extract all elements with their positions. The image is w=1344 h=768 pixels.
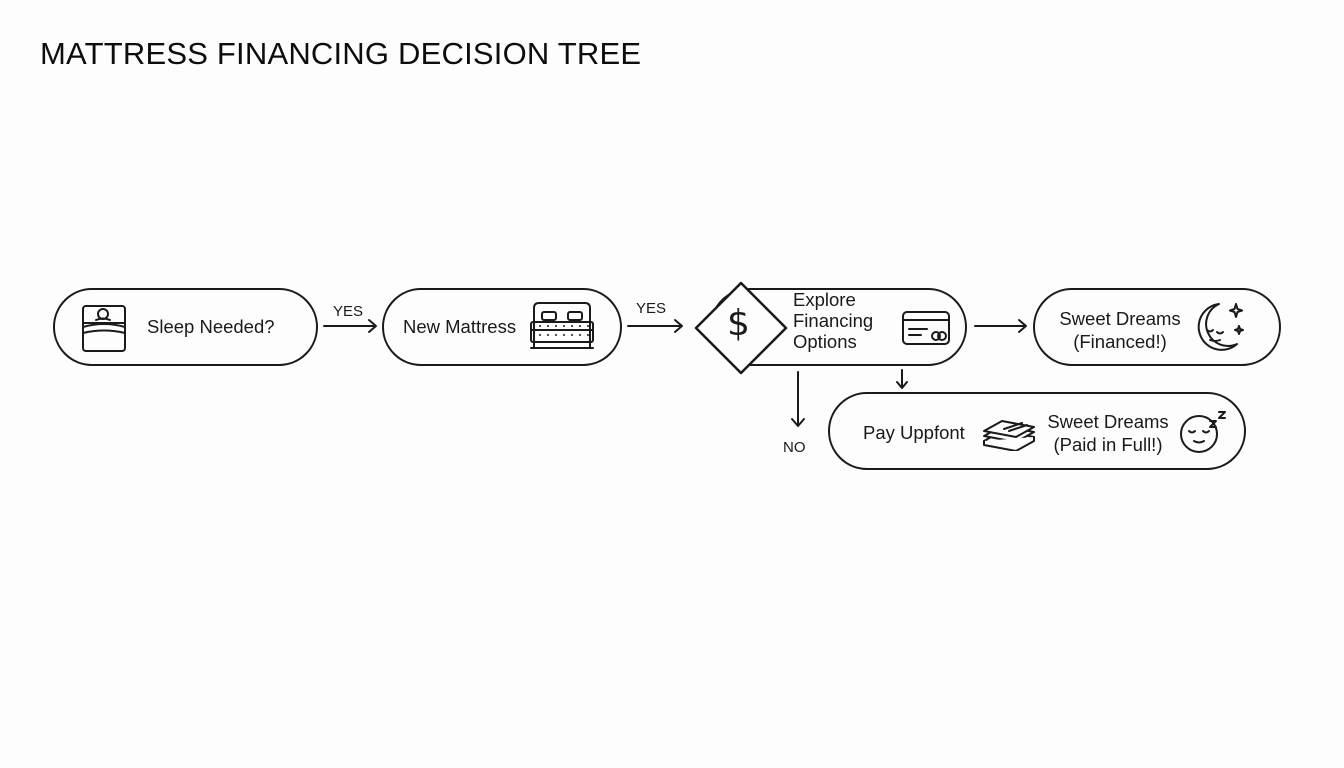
node-upfront-label: Pay Uppfont <box>863 422 965 443</box>
decision-line-3: Options <box>793 331 857 352</box>
edge-label-yes-2: YES <box>636 300 667 317</box>
edge-label-yes-1: YES <box>333 303 364 320</box>
crescent-moon-stars-icon <box>1197 303 1244 351</box>
credit-card-icon <box>902 311 950 345</box>
dollar-sign-icon: $ <box>727 303 750 344</box>
node-new-mattress <box>382 288 622 366</box>
cash-stack-icon <box>983 420 1035 451</box>
bed-icon <box>530 302 594 349</box>
paid-line-1: Sweet Dreams <box>1047 411 1169 432</box>
financed-line-1: Sweet Dreams <box>1059 308 1181 329</box>
sleeping-face-icon <box>1180 411 1226 453</box>
node-financed-label: Sweet Dreams (Financed!) <box>1050 307 1190 353</box>
page-title: MATTRESS FINANCING DECISION TREE <box>40 36 642 71</box>
node-pay-upfront <box>828 392 1246 470</box>
financed-line-2: (Financed!) <box>1073 331 1167 352</box>
decision-line-1: Explore <box>793 289 856 310</box>
node-paid-in-full-label: Sweet Dreams (Paid in Full!) <box>1040 410 1176 456</box>
paid-line-2: (Paid in Full!) <box>1053 434 1163 455</box>
node-mattress-label: New Mattress <box>403 316 517 337</box>
edge-label-no: NO <box>783 439 806 456</box>
node-sleep-label: Sleep Needed? <box>147 316 275 337</box>
node-sleep-needed <box>53 288 318 366</box>
node-decision-label: Explore Financing Options <box>793 289 873 352</box>
person-in-bed-icon <box>82 305 126 352</box>
decision-line-2: Financing <box>793 310 874 331</box>
decision-diamond <box>694 281 788 375</box>
